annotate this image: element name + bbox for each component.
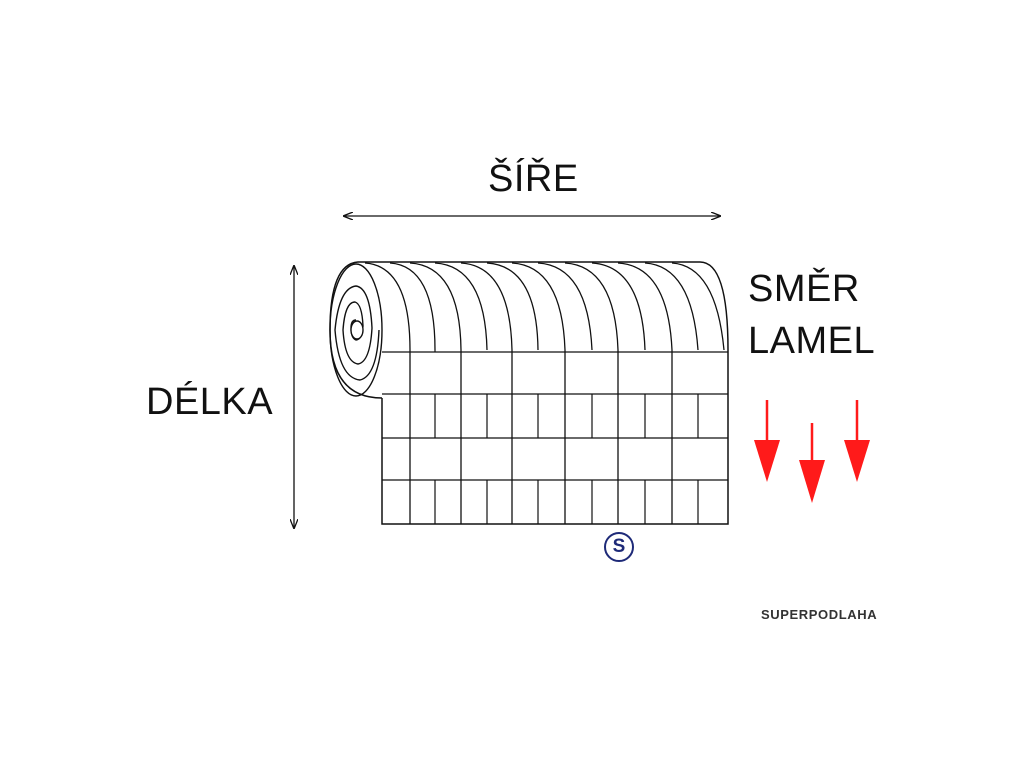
- logo-mark: S: [604, 532, 634, 562]
- roll-curl-lines: [364, 262, 725, 524]
- length-label: DÉLKA: [146, 381, 274, 423]
- width-label: ŠÍŘE: [488, 158, 579, 200]
- arrow-down-red-icon: [754, 400, 780, 482]
- logo-registered: ®: [720, 541, 728, 552]
- direction-arrows: [754, 400, 870, 503]
- arrow-down-red-icon: [799, 423, 825, 503]
- roll-outline: [329, 261, 729, 525]
- direction-label-line2: LAMEL: [748, 320, 876, 362]
- plank-pattern: [382, 350, 728, 524]
- logo-mark-letter: S: [612, 536, 626, 557]
- superpodlaha-logo: S SUPERPODLAHA®: [604, 532, 732, 566]
- logo-text-light: SUPER: [638, 541, 672, 552]
- logo-text: SUPERPODLAHA®: [638, 541, 727, 552]
- arrow-down-red-icon: [844, 400, 870, 482]
- footer-brand: SUPERPODLAHA: [761, 607, 878, 622]
- direction-label-line1: SMĚR: [748, 268, 860, 310]
- spiral-roll-icon: [329, 263, 383, 397]
- logo-text-bold: PODLAHA: [671, 541, 721, 552]
